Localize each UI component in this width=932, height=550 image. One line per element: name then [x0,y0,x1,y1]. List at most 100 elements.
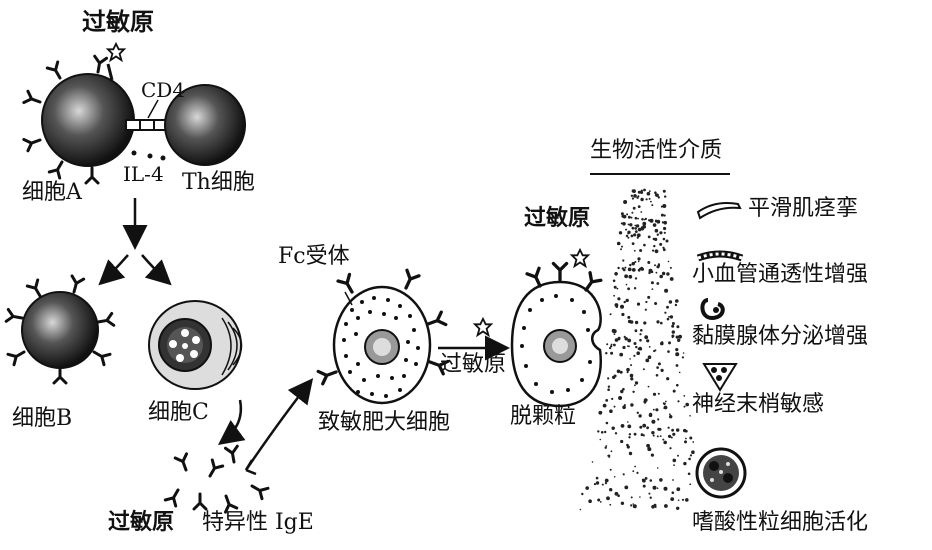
mediator-dot [683,461,687,466]
effect-eosinophil-activation: 嗜酸性粒细胞活化 [692,510,869,535]
mediator-dot [632,261,635,265]
mediator-dot [642,478,646,483]
mediator-dot [676,383,679,387]
mediator-dot [691,450,695,455]
eosinophil-icon [695,447,747,499]
mediator-dot [613,343,616,347]
mediator-dot [599,411,603,414]
mediator-dot [688,457,691,461]
mediator-dot [599,501,602,503]
mediator-dot [630,496,633,499]
effect-vascular-permeability: 小血管通透性增强 [692,262,869,287]
mediator-dot [667,426,670,429]
mediator-dot [622,405,626,410]
mediator-dot [655,193,659,197]
mediator-dot [633,249,636,252]
mediator-dot [637,205,641,209]
mediator-dot [659,435,662,437]
mediator-dot [652,408,655,411]
mast-cell-granules [342,296,420,398]
mediator-dot [623,200,628,204]
mediator-dot [599,438,602,441]
mediator-dot [613,374,617,378]
mediator-dot [656,487,659,490]
mediator-dot [646,443,650,448]
mediator-dot [675,352,680,357]
mediator-dot [605,421,609,425]
mediator-dot [672,479,674,481]
allergen-trigger-arrow [438,317,510,361]
mediator-dot [622,268,626,272]
mediator-dot [659,274,663,279]
mediator-dot [656,467,659,469]
fc-receptor-label: Fc受体 [278,244,350,269]
mediator-dot [613,285,617,289]
mediator-dot [685,498,689,502]
mediator-dot [656,265,660,269]
mediator-dot [630,216,633,219]
mediator-dot [600,431,604,434]
effect-smooth-muscle: 平滑肌痉挛 [748,196,859,221]
mediator-dot [632,470,635,473]
mediator-dot [609,313,612,316]
mediator-dot [581,492,584,496]
mediator-dot [654,228,659,233]
mediator-dot [672,432,676,436]
mediator-dot [683,405,686,408]
mediator-dot [630,504,633,507]
mediator-dot [629,373,634,378]
mediator-dot [640,189,643,192]
mediator-dot [671,330,675,334]
mediator-dot [648,492,651,495]
specific-ige-label: 特异性 IgE [202,510,314,535]
mediator-dot [639,249,643,252]
mediator-dot [633,233,637,237]
mediator-dot [627,424,632,429]
mediator-dot [636,302,641,306]
mediator-dot [630,403,634,407]
mediator-dot [671,324,675,328]
mediator-dot [682,352,685,354]
mediator-dot [636,351,640,356]
mediator-dot [639,425,643,429]
mediator-dot [623,335,626,338]
mediator-dot [668,300,673,304]
mediator-dot [649,218,654,223]
mediator-dot [639,338,642,342]
mediator-dot [671,428,674,432]
mediator-dot [639,333,642,336]
cd4-label: CD4 [141,78,186,102]
mediator-dot [668,434,672,438]
mediator-dot [658,427,662,431]
mediator-dot [643,243,646,247]
mediator-dot [585,486,589,490]
cell-c [148,300,243,390]
mediator-dot [652,223,657,227]
mediator-dot [642,423,647,428]
mediator-dot [643,188,646,192]
mediator-dot [648,190,651,193]
mediator-dot [644,477,648,480]
effect-gland-secretion: 黏膜腺体分泌增强 [692,324,869,349]
mediator-dot [630,234,634,238]
degranulation-label: 脱颗粒 [510,404,577,429]
mediator-dot [664,504,668,508]
mediator-dot [627,215,631,219]
mediator-dot [634,384,636,387]
mediator-dot [605,352,608,355]
mediator-dot [620,212,624,216]
mediator-dot [614,338,619,342]
mediator-dot [677,400,680,403]
mediator-dot [668,315,670,318]
mediator-dot [636,233,641,238]
mediator-dot [648,197,651,200]
mediator-dot [605,399,609,402]
mediator-dot [663,226,667,231]
mediator-dot [640,267,645,271]
mediator-dot [609,468,612,471]
mediator-dot [628,345,630,348]
mediator-dot [627,267,632,272]
mediator-dot [669,266,672,269]
mediator-dot [657,362,661,366]
mediator-dot [660,213,664,217]
